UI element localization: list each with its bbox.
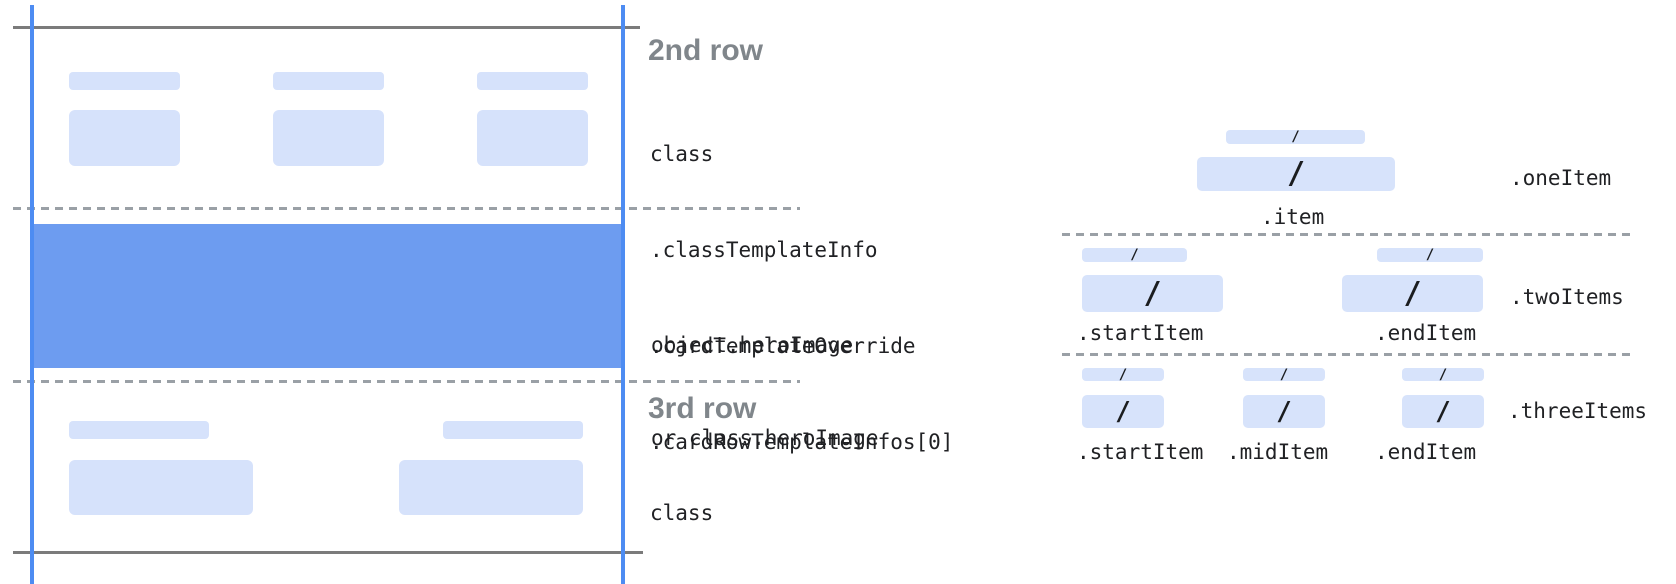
two-items-start-value-pill: /: [1082, 275, 1223, 312]
row2-col3-value-pill: [477, 110, 588, 166]
one-item-value-pill: /: [1197, 157, 1395, 191]
slash-glyph: /: [1130, 247, 1139, 263]
row2-col2-value-pill: [273, 110, 384, 166]
slash-glyph: /: [1286, 156, 1306, 191]
slash-glyph: /: [1438, 366, 1448, 383]
two-items-row-label: .twoItems: [1510, 285, 1624, 309]
row2-heading: 2nd row: [648, 34, 764, 67]
one-item-row-label: .oneItem: [1510, 166, 1612, 190]
code-line: class: [650, 142, 714, 166]
row2-col1-value-pill: [69, 110, 180, 166]
three-items-mid-value-pill: /: [1243, 395, 1325, 428]
items-separator-dashed-1: [1062, 233, 1630, 236]
row2-code-block: class .classTemplateInfo .cardTemplateOv…: [650, 74, 953, 522]
row3-code-block: class .classTemplateInfo .cardTemplateOv…: [650, 436, 953, 584]
guide-line-right: [621, 5, 625, 584]
slash-glyph: /: [1118, 366, 1128, 383]
card-bottom-line: [13, 551, 643, 554]
row-separator-dashed-bottom: [13, 380, 800, 383]
three-items-mid-label-pill: /: [1243, 366, 1325, 383]
row3-end-label-pill: [443, 421, 583, 439]
code-line: class: [650, 501, 714, 525]
three-items-start-label-pill: /: [1082, 366, 1164, 383]
slash-glyph: /: [1291, 129, 1300, 145]
row3-end-value-pill: [399, 460, 583, 515]
three-items-start-label: .startItem: [1077, 440, 1204, 464]
three-items-end-value-pill: /: [1402, 395, 1484, 428]
three-items-row-label: .threeItems: [1508, 399, 1648, 423]
row3-heading: 3rd row: [648, 392, 757, 425]
two-items-end-value-pill: /: [1342, 275, 1483, 312]
three-items-end-label-pill: /: [1402, 366, 1484, 383]
code-line: or class.heroImage: [651, 426, 879, 450]
three-items-end-label: .endItem: [1375, 440, 1477, 464]
slash-glyph: /: [1435, 396, 1451, 427]
slash-glyph: /: [1279, 366, 1289, 383]
two-items-start-label: .startItem: [1077, 321, 1204, 345]
code-line: object.heroImage: [651, 333, 854, 357]
slash-glyph: /: [1115, 396, 1131, 427]
three-items-mid-label: .midItem: [1227, 440, 1329, 464]
slash-glyph: /: [1276, 396, 1292, 427]
row2-col1-label-pill: [69, 72, 180, 90]
code-line: .classTemplateInfo: [650, 238, 878, 262]
one-item-item-label: .item: [1261, 205, 1325, 229]
two-items-end-label: .endItem: [1375, 321, 1477, 345]
three-items-start-value-pill: /: [1082, 395, 1164, 428]
hero-image-band: [34, 224, 621, 368]
one-item-label-pill: /: [1226, 130, 1365, 144]
slash-glyph: /: [1143, 275, 1162, 311]
row2-col3-label-pill: [477, 72, 588, 90]
slash-glyph: /: [1425, 247, 1435, 263]
code-line: .cardTemplateOverride: [650, 334, 916, 358]
row3-start-value-pill: [69, 460, 253, 515]
items-separator-dashed-2: [1062, 353, 1630, 356]
row-separator-dashed-top: [13, 207, 800, 210]
slash-glyph: /: [1403, 275, 1422, 311]
hero-code-block: object.heroImage or class.heroImage: [651, 268, 879, 516]
two-items-start-label-pill: /: [1082, 248, 1187, 262]
card-top-line: [13, 26, 640, 29]
guide-line-left: [30, 5, 34, 584]
card-wireframe: [0, 0, 810, 584]
row3-start-label-pill: [69, 421, 209, 439]
code-line: .cardRowTemplateInfos[0]: [650, 430, 954, 454]
row2-col2-label-pill: [273, 72, 384, 90]
two-items-end-label-pill: /: [1377, 248, 1483, 262]
